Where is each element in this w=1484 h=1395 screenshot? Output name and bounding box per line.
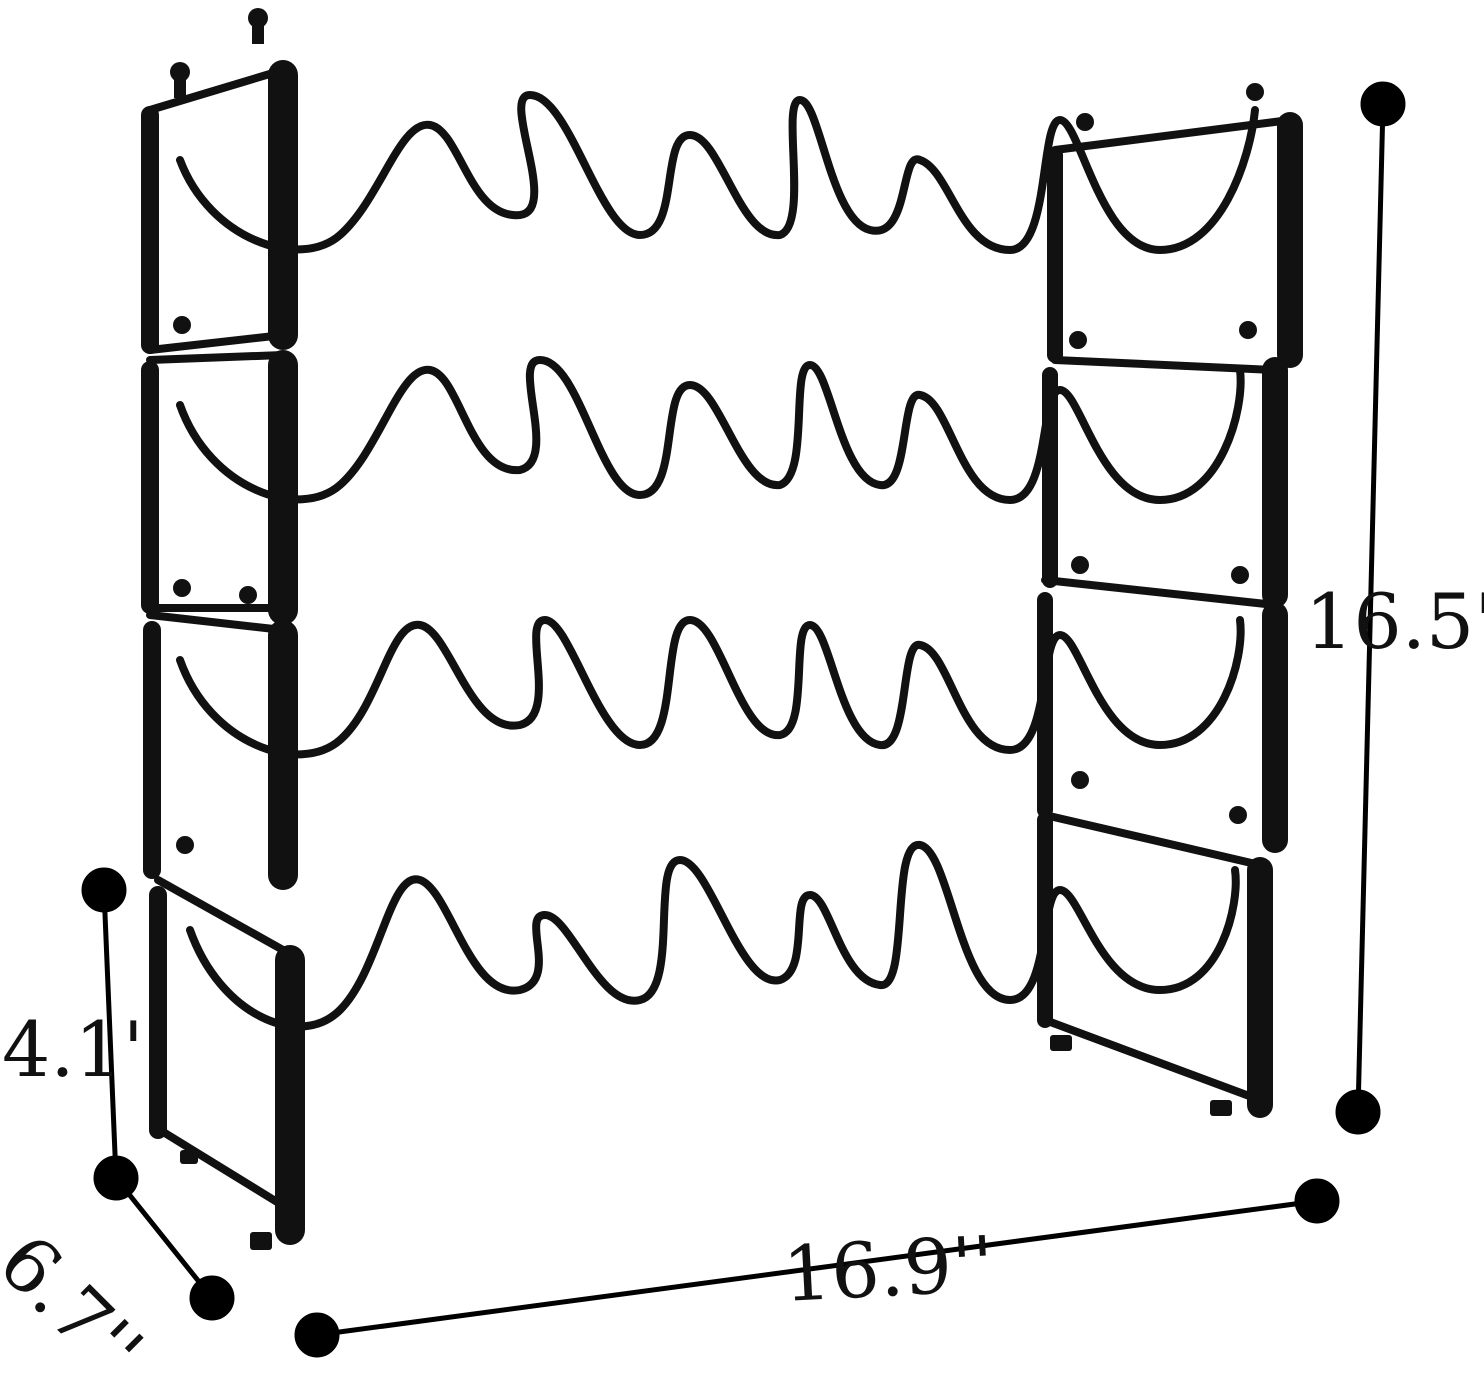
width-dot-left — [294, 1312, 340, 1358]
tier-height-label: 4.1'' — [2, 1005, 165, 1094]
wine-rack — [141, 8, 1303, 1250]
right-front-post — [1247, 112, 1303, 1118]
finial-knobs — [170, 8, 1264, 1250]
depth-dot-bottom — [189, 1275, 235, 1321]
height-dot-bottom — [1335, 1089, 1381, 1135]
dimension-lines — [81, 81, 1406, 1358]
height-dimension-line — [1355, 103, 1386, 1113]
wire-tier-1 — [176, 91, 1259, 254]
wine-rack-photo — [81, 8, 1406, 1358]
width-label: 16.9'' — [780, 1219, 997, 1319]
left-tier-connectors — [146, 66, 294, 1214]
width-dimension-line — [316, 1198, 1318, 1338]
wire-tier-4 — [186, 841, 1240, 1031]
height-dot-top — [1360, 81, 1406, 127]
tier-dot-top — [81, 867, 127, 913]
wire-tier-3 — [176, 616, 1245, 759]
height-label: 16.5'' — [1305, 577, 1484, 666]
wire-tiers — [176, 91, 1259, 1031]
wire-tier-2 — [176, 356, 1245, 504]
depth-dimension-line — [114, 1176, 214, 1300]
width-dot-right — [1294, 1178, 1340, 1224]
left-back-frame — [141, 106, 167, 1139]
tier-dimension-line — [101, 889, 119, 1179]
